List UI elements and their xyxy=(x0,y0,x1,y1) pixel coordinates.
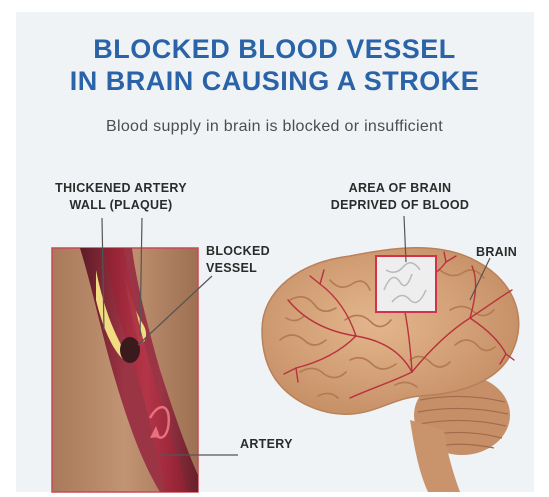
blocked-vessel-label: BLOCKED VESSEL xyxy=(206,243,270,277)
brain-illustration xyxy=(262,248,519,492)
blocked-vessel-label-line-2: VESSEL xyxy=(206,260,270,277)
artery-label: ARTERY xyxy=(240,436,293,453)
brain-label: BRAIN xyxy=(476,244,517,261)
deprived-area-label: AREA OF BRAIN DEPRIVED OF BLOOD xyxy=(290,180,510,214)
plaque-label-line-1: THICKENED ARTERY xyxy=(26,180,216,197)
deprived-area-label-line-1: AREA OF BRAIN xyxy=(290,180,510,197)
deprived-area-label-line-2: DEPRIVED OF BLOOD xyxy=(290,197,510,214)
plaque-label: THICKENED ARTERY WALL (PLAQUE) xyxy=(26,180,216,214)
blocked-vessel-label-line-1: BLOCKED xyxy=(206,243,270,260)
clot-shape xyxy=(120,337,140,363)
plaque-label-line-2: WALL (PLAQUE) xyxy=(26,197,216,214)
